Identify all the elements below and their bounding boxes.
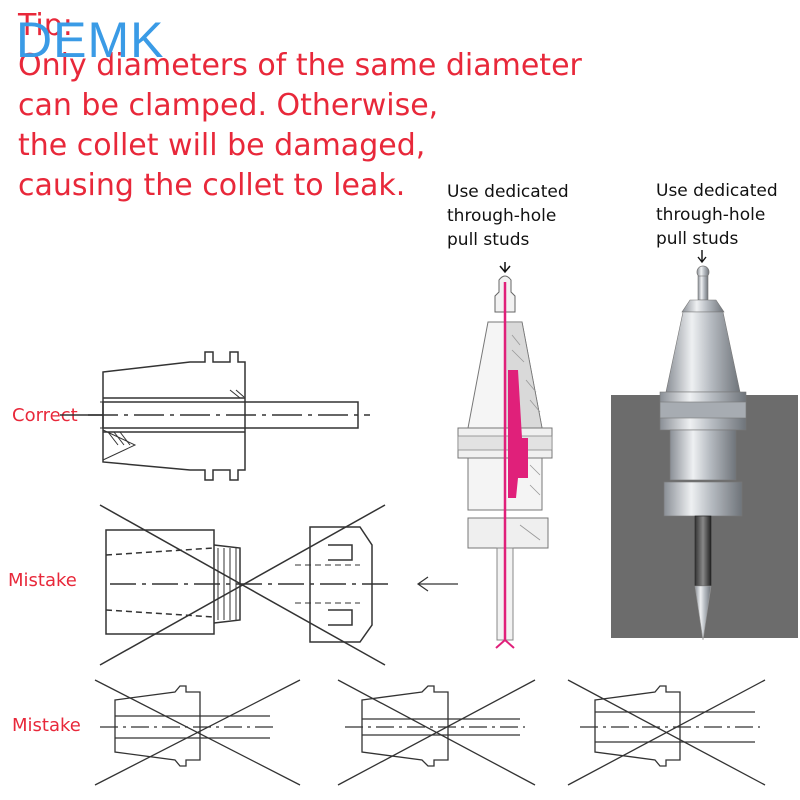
label-mistake-top: Mistake [8,570,77,591]
note-pull-studs-right: Use dedicated through-hole pull studs [656,179,778,251]
label-mistake-bottom: Mistake [12,715,81,736]
note-left-line-3: pull studs [447,230,530,250]
tip-line-2: can be clamped. Otherwise, [18,88,439,123]
note-right-line-3: pull studs [656,229,739,249]
brand-watermark: DEMK [16,12,165,68]
tip-line-3: the collet will be damaged, [18,128,426,163]
arrow-down-icon [499,262,511,274]
tip-line-4: causing the collet to leak. [18,168,406,203]
note-left-line-1: Use dedicated [447,182,569,202]
tool-holder-cross-section [457,262,553,649]
collet-mistake-small-drawings [94,679,766,786]
tool-holder-photo [659,250,747,641]
arrow-down-icon [697,250,707,264]
note-right-line-2: through-hole [656,205,766,225]
tip-line-1: Only diameters of the same diameter [18,48,582,83]
tip-block: Tip: Only diameters of the same diameter… [18,6,618,206]
label-correct: Correct [12,405,78,426]
note-left-line-2: through-hole [447,206,557,226]
tip-heading: Tip: [18,8,73,43]
collet-mistake-large-drawing [99,504,458,666]
note-right-line-1: Use dedicated [656,181,778,201]
collet-correct-drawing [60,351,370,481]
note-pull-studs-left: Use dedicated through-hole pull studs [447,180,569,252]
